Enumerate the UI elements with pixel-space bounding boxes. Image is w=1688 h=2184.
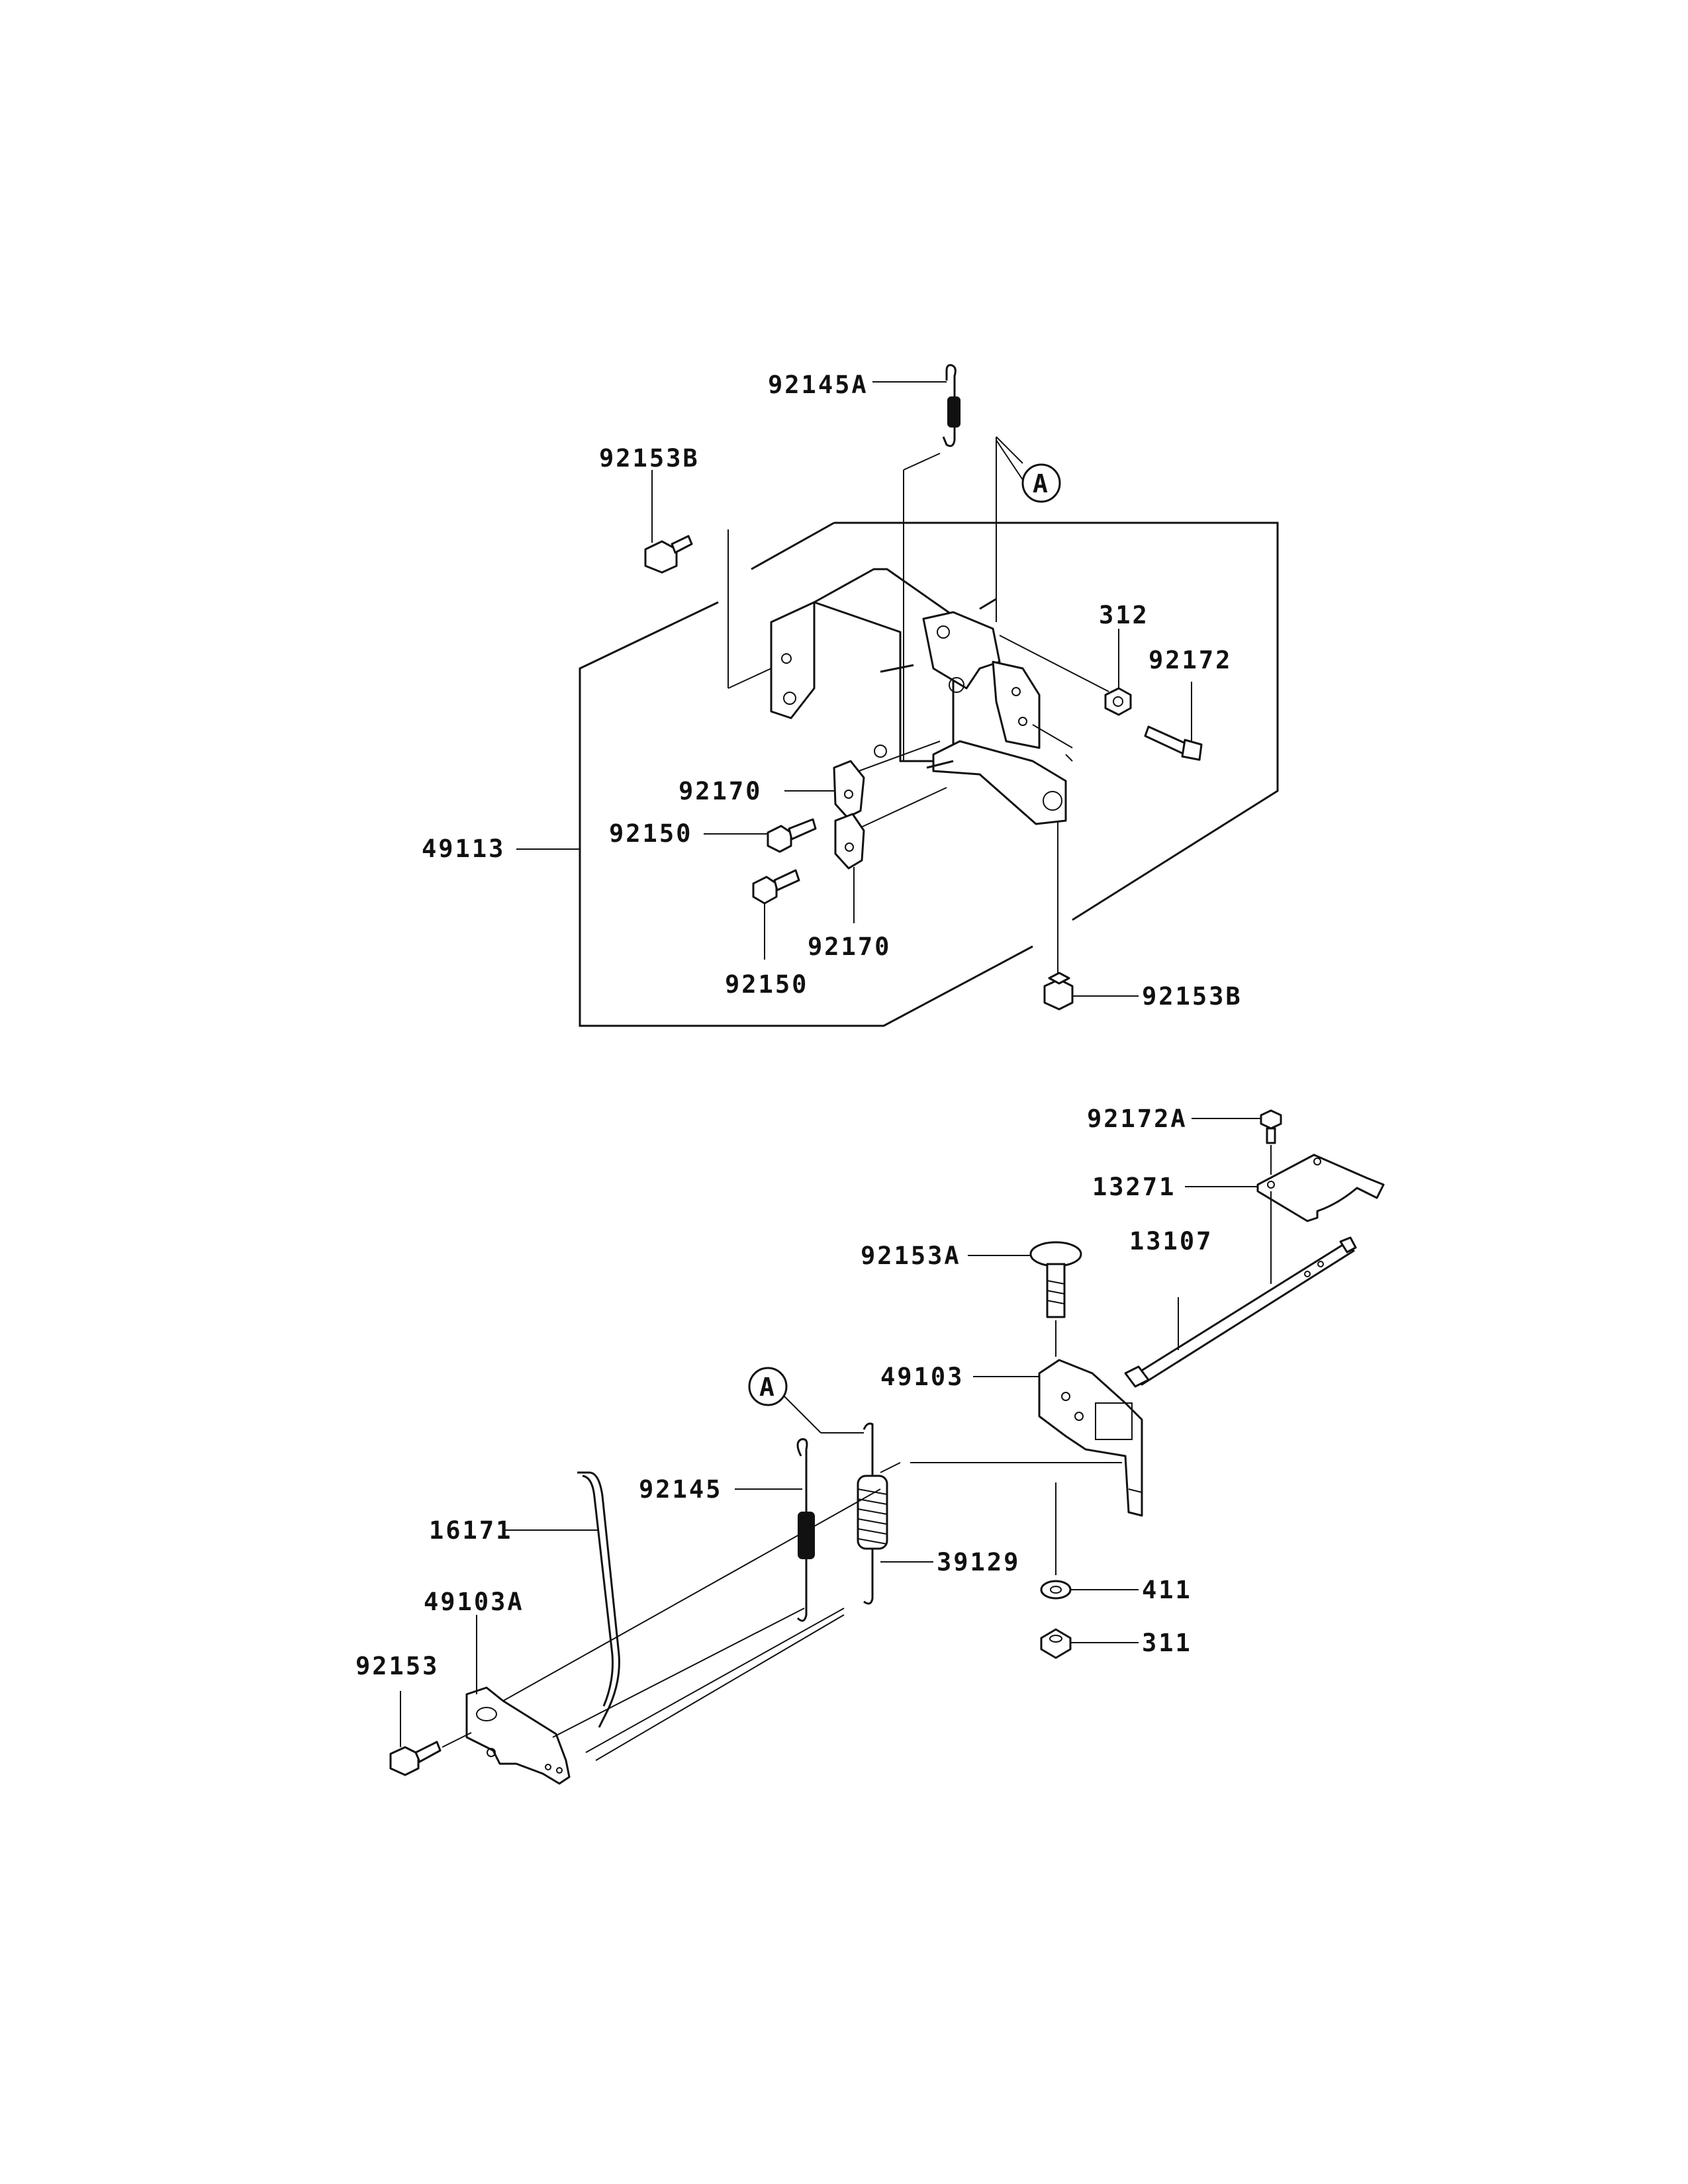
label-92145A: 92145A [768,371,868,399]
label-16171: 16171 [429,1516,512,1545]
screw-92172 [1144,725,1203,761]
top-assembly: A [422,364,1279,1027]
washer-411 [1040,1580,1072,1600]
label-92170-a: 92170 [679,777,762,805]
label-13107: 13107 [1129,1227,1213,1255]
plate-13271 [1256,1154,1385,1222]
label-49103A: 49103A [424,1588,524,1616]
screw-92150-b [752,869,800,905]
callout-a-top: A [1021,463,1061,503]
spring-92145 [796,1438,815,1622]
screw-92150-a [767,818,817,853]
label-92172A: 92172A [1087,1105,1188,1133]
group-frame-left [579,601,1033,1027]
label-92153: 92153 [355,1652,439,1680]
label-92150-b: 92150 [725,970,808,999]
label-13271: 13271 [1092,1173,1176,1201]
spring-92145A [942,364,961,447]
label-49113: 49113 [422,835,505,863]
bolt-92153 [389,1741,442,1776]
clip-92170-a [833,760,865,819]
bolt-92153B-bottom [1043,972,1074,1011]
label-312: 312 [1099,601,1149,629]
rod-16171 [577,1471,620,1728]
screw-92172A [1260,1109,1282,1144]
callout-a-bottom-label: A [759,1373,776,1402]
shaft-13107 [1124,1236,1357,1388]
lever-49103A [465,1686,571,1785]
label-311: 311 [1142,1629,1192,1657]
nut-311 [1040,1628,1072,1659]
lever-49103 [1038,1359,1143,1517]
spring-39129 [857,1422,888,1605]
label-92172: 92172 [1149,646,1232,674]
label-92153B-bottom: 92153B [1142,982,1243,1011]
callout-a-top-label: A [1033,469,1050,498]
label-92150-a: 92150 [609,819,692,848]
bolt-92153A [1029,1241,1082,1318]
clip-92170-b [834,813,865,870]
nut-312 [1104,687,1132,716]
label-411: 411 [1142,1576,1192,1604]
bottom-assembly: A [355,1105,1385,1785]
callout-a-bottom: A [748,1367,788,1406]
bolt-92153B-top [644,535,693,574]
label-39129: 39129 [937,1548,1020,1576]
label-92153B-top: 92153B [599,444,700,473]
label-92145: 92145 [639,1475,722,1504]
control-bracket-49113 [770,568,1067,825]
label-92153A: 92153A [861,1242,961,1270]
label-92170-b: 92170 [808,933,891,961]
label-49103: 49103 [880,1363,964,1391]
